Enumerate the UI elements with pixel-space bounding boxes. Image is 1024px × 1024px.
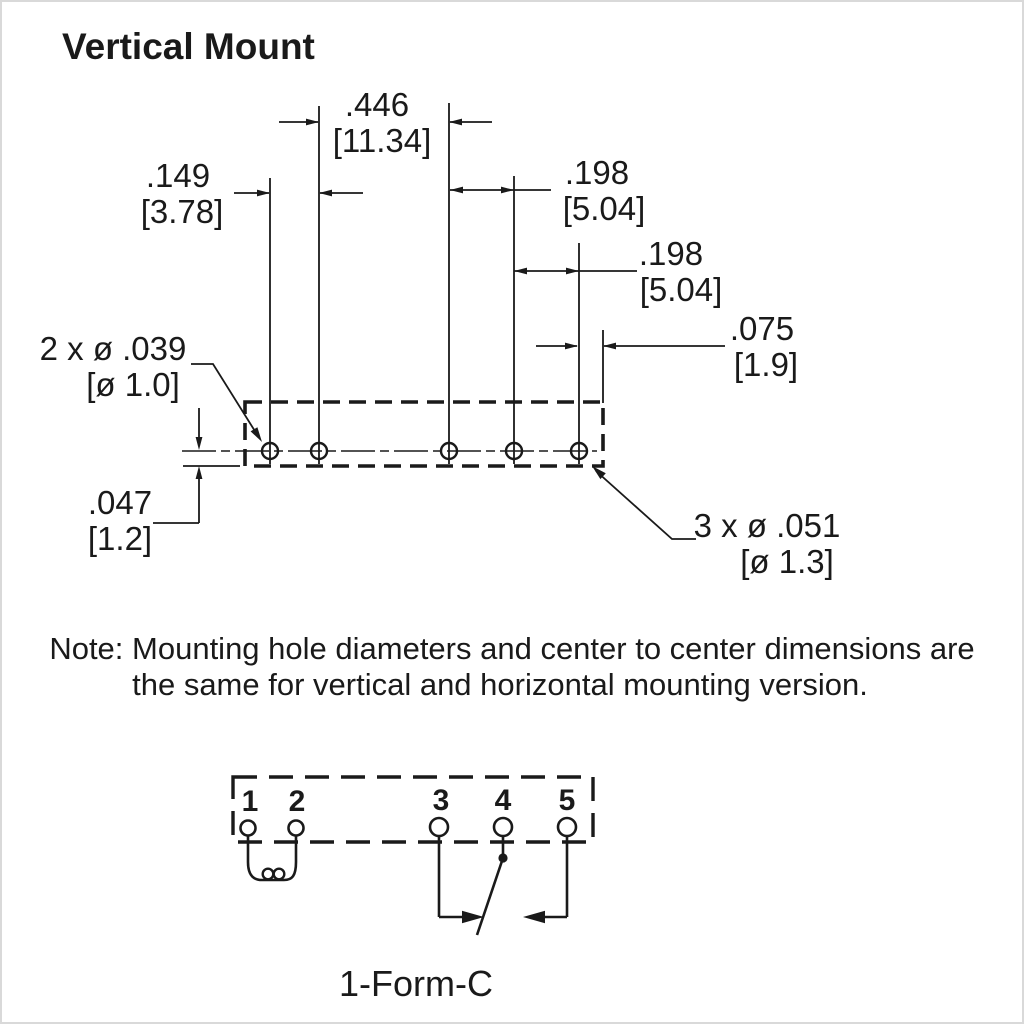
pin-number-1: 1 xyxy=(242,785,259,818)
pin-terminal-4 xyxy=(492,816,514,838)
dim-inch: .198 xyxy=(639,235,703,272)
dim-inch: .198 xyxy=(565,154,629,191)
note-block: Note: Mounting hole diameters and center… xyxy=(49,631,974,702)
dim-edge-offset: .075 [1.9] xyxy=(536,310,798,383)
coil-symbol xyxy=(246,835,298,882)
arrowhead xyxy=(195,466,203,479)
switch-arm xyxy=(475,857,505,936)
arrowhead xyxy=(195,437,203,450)
arrowhead xyxy=(449,118,462,126)
dim-inch: .149 xyxy=(146,157,210,194)
leader-line xyxy=(595,470,696,540)
dim-inch: .047 xyxy=(88,484,152,521)
pin-number-3: 3 xyxy=(433,784,450,817)
schematic-outline-dashed xyxy=(231,775,595,844)
hole-spec-mm: [ø 1.3] xyxy=(740,543,834,580)
dim-mm: [3.78] xyxy=(141,193,224,230)
vertical-mount-footprint xyxy=(182,400,605,468)
hole-spec-inch: 3 x ø .051 xyxy=(694,507,841,544)
dim-mm: [11.34] xyxy=(333,122,431,159)
arrowhead xyxy=(257,189,270,197)
arrowhead xyxy=(501,186,514,194)
mounting-hole-2 xyxy=(309,441,329,461)
contact-symbol xyxy=(437,835,569,936)
arrowhead xyxy=(592,466,606,480)
dim-pitch-2-3: .446 [11.34] xyxy=(279,86,492,159)
dim-row-offset: .047 [1.2] xyxy=(88,408,203,557)
pin-terminals xyxy=(239,816,578,838)
arrowhead xyxy=(450,186,463,194)
coil-loop xyxy=(272,867,286,881)
schematic-caption: 1-Form-C xyxy=(339,963,493,1004)
dim-mm: [1.9] xyxy=(734,346,798,383)
arrowhead xyxy=(306,118,319,126)
dim-mm: [5.04] xyxy=(563,190,646,227)
schematic-1-form-c: 1 2 3 4 5 1- xyxy=(231,775,595,1004)
dim-mm: [5.04] xyxy=(640,271,723,308)
mounting-holes xyxy=(260,441,589,461)
arrowhead xyxy=(603,342,616,350)
pin-terminal-5 xyxy=(556,816,578,838)
dim-inch: .446 xyxy=(345,86,409,123)
leader-line xyxy=(191,363,259,437)
mounting-hole-1 xyxy=(260,441,280,461)
dim-mm: [1.2] xyxy=(88,520,152,557)
relay-outline-dashed xyxy=(243,400,605,468)
no-contact-arrow xyxy=(462,910,484,924)
pin-number-2: 2 xyxy=(289,785,306,818)
mounting-hole-4 xyxy=(504,441,524,461)
arrowhead xyxy=(319,189,332,197)
pin-terminal-2 xyxy=(287,819,305,837)
arrowhead xyxy=(514,267,527,275)
coil-loop xyxy=(261,867,275,881)
extension-lines xyxy=(269,103,604,464)
arrowhead xyxy=(565,342,578,350)
note-line-1: Note: Mounting hole diameters and center… xyxy=(49,631,974,666)
note-line-2: the same for vertical and horizontal mou… xyxy=(132,667,868,702)
coil-wire xyxy=(246,835,298,882)
pin-number-5: 5 xyxy=(559,784,576,817)
callout-coil-holes: 2 x ø .039 [ø 1.0] xyxy=(40,330,262,442)
drawing-title: Vertical Mount xyxy=(62,26,315,67)
nc-contact-arrow xyxy=(523,910,545,924)
arrowhead xyxy=(566,267,579,275)
mounting-hole-5 xyxy=(569,441,589,461)
dim-pitch-3-4: .198 [5.04] xyxy=(450,154,645,227)
pin-terminal-1 xyxy=(239,819,257,837)
mounting-hole-3 xyxy=(439,441,459,461)
pin-terminal-3 xyxy=(428,816,450,838)
arrowhead xyxy=(250,427,262,442)
dim-inch: .075 xyxy=(730,310,794,347)
dim-pitch-1-2: .149 [3.78] xyxy=(141,157,363,230)
hole-spec-inch: 2 x ø .039 xyxy=(40,330,187,367)
pin-number-4: 4 xyxy=(495,784,512,817)
dim-pitch-4-5: .198 [5.04] xyxy=(514,235,722,308)
hole-spec-mm: [ø 1.0] xyxy=(86,366,180,403)
callout-contact-holes: 3 x ø .051 [ø 1.3] xyxy=(592,466,840,580)
